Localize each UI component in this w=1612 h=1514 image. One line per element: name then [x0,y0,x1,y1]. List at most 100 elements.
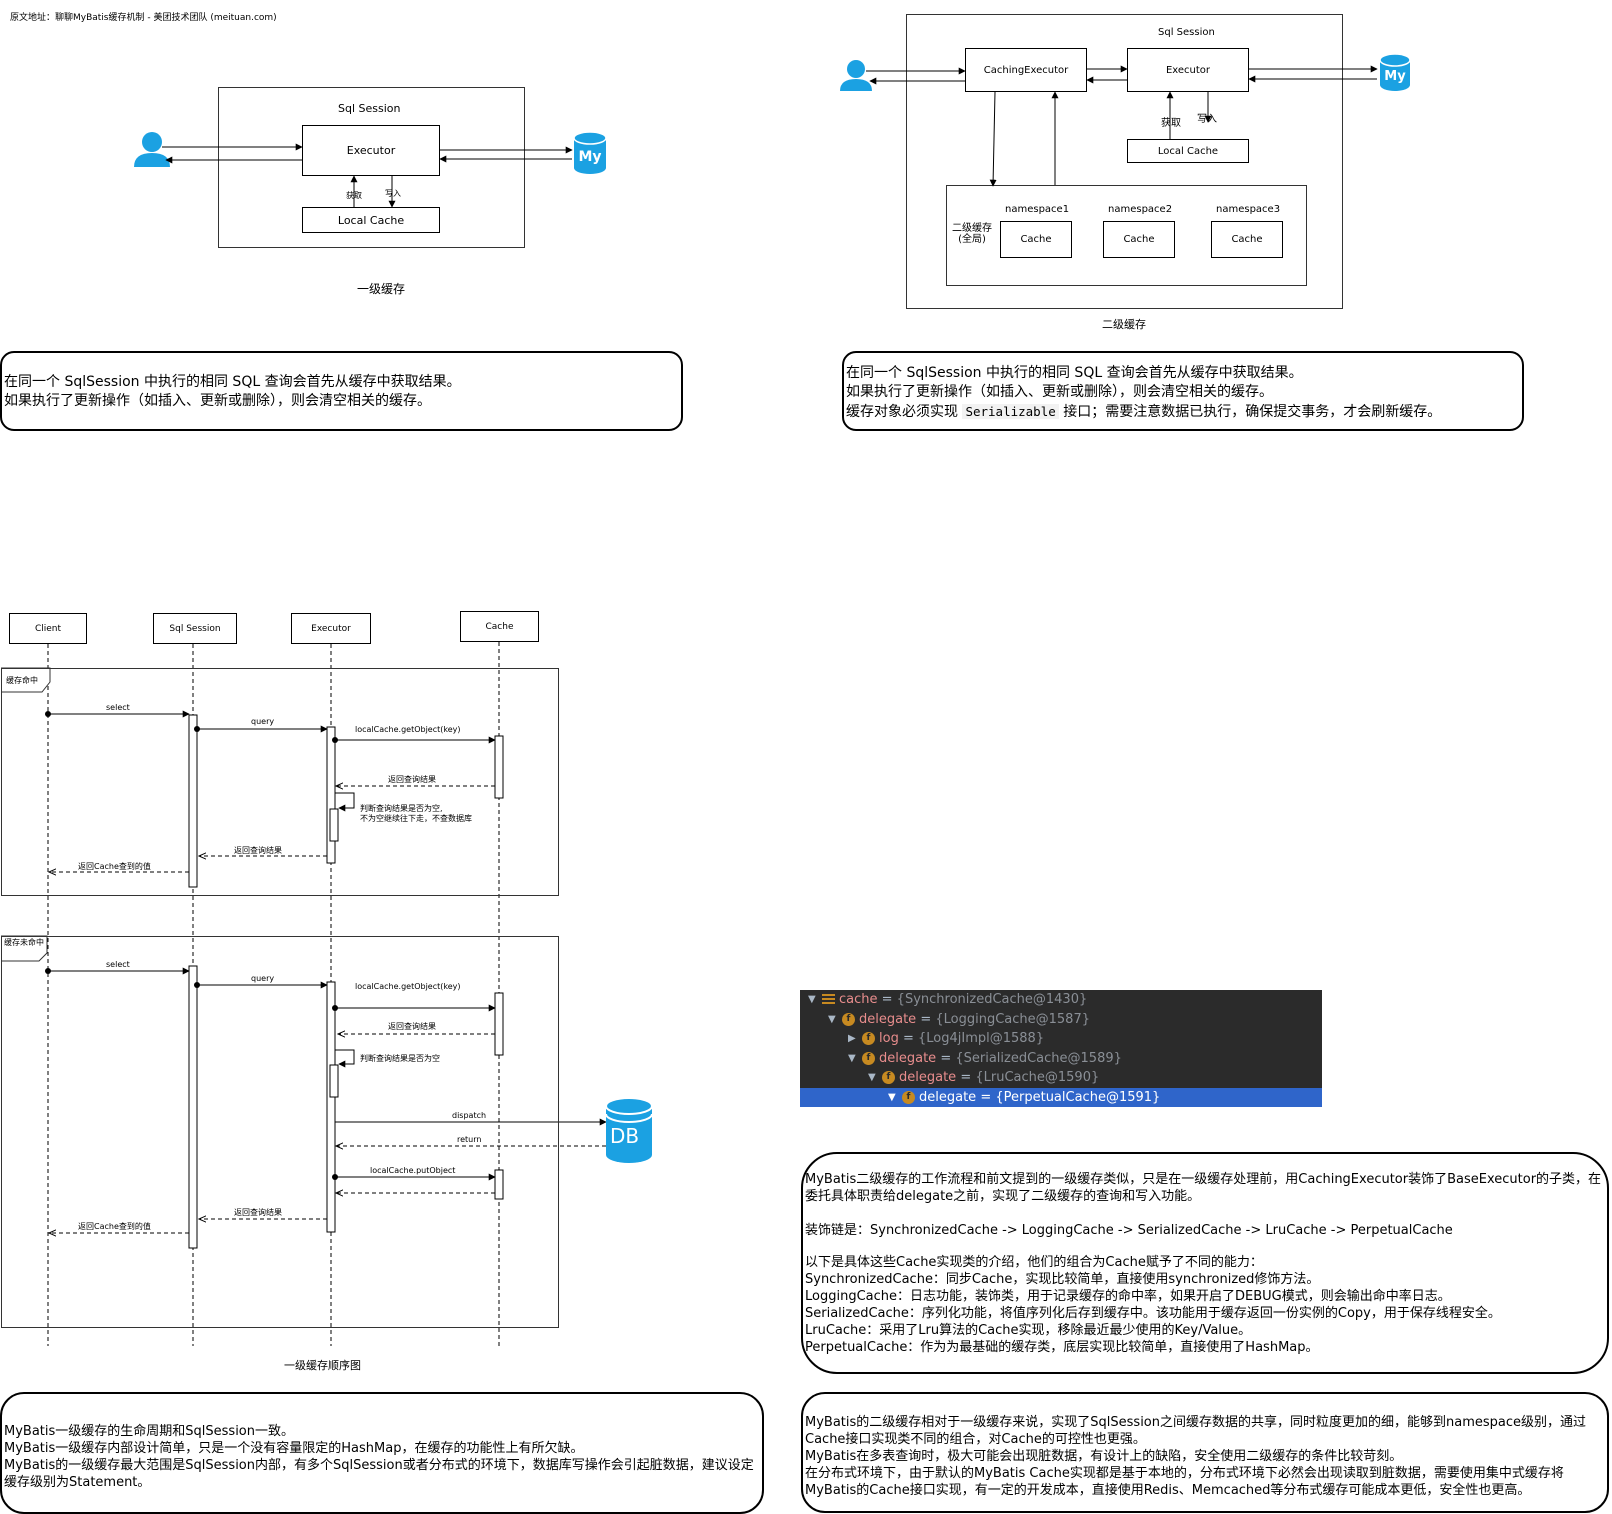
svg-text:My: My [578,149,601,165]
select-label-2: select [106,960,130,969]
lifeline-client: Client [9,613,87,644]
note-line: MyBatis的一级缓存最大范围是SqlSession内部，有多个SqlSess… [4,1458,754,1490]
query-label-2: query [251,974,275,983]
tree-row-delegate-selected[interactable]: ▼ f delegate = {PerpetualCache@1591} [800,1087,1322,1107]
check-null-label: 判断查询结果是否为空, 不为空继续往下走，不查数据库 [360,804,472,823]
expanded-triangle-icon[interactable]: ▼ [808,994,816,1006]
sql-session-title-2: Sql Session [1158,27,1215,38]
namespace1-label: namespace1 [1005,204,1070,215]
note-line: 在同一个 SqlSession 中执行的相同 SQL 查询会首先从缓存中获取结果… [4,374,461,390]
executor-box-2: Executor [1127,48,1249,92]
local-cache-box-2: Local Cache [1127,139,1249,163]
l2-cache-label: 二级缓存 (全局) [952,223,992,245]
l2-caption: 二级缓存 [1102,318,1146,331]
local-cache-box: Local Cache [302,207,440,233]
return-result-label: 返回查询结果 [388,775,436,784]
var-value: {LruCache@1590} [975,1070,1100,1086]
activation-bars [188,714,504,1249]
tree-row-log[interactable]: ▶ f log = {Log4jImpl@1588} [848,1031,1045,1047]
miss-messages [45,967,607,1233]
var-name: delegate [859,1011,917,1027]
return-result-label-2: 返回查询结果 [234,846,282,855]
note-line: 如果执行了更新操作（如插入、更新或删除），则会清空相关的缓存。 [846,384,1273,400]
return-label: return [457,1135,482,1144]
serializable-code: Serializable [962,404,1059,419]
db-label: DB [610,1124,640,1148]
sql-session-frame-2 [906,14,1343,309]
cache-box-3: Cache [1211,221,1283,258]
get-object-label: localCache.getObject(key) [355,725,461,734]
note-line: SerializedCache：序列化功能，将值序列化后存到缓存中。该功能用于缓… [805,1306,1501,1321]
var-name: delegate [919,1089,977,1105]
tree-row-delegate[interactable]: ▼ f delegate = {SerializedCache@1589} [848,1050,1122,1066]
return-value-label: 返回Cache查到的值 [78,862,151,871]
field-icon: f [842,1012,855,1026]
lifeline-executor: Executor [291,613,371,644]
get-object-label-2: localCache.getObject(key) [355,982,461,991]
note-line: PerpetualCache：作为为最基础的缓存类，底层实现比较简单，直接使用了… [805,1340,1319,1355]
cache-miss-label: 缓存未命中 [4,938,44,947]
hit-messages [45,710,496,872]
note-l1-summary: 在同一个 SqlSession 中执行的相同 SQL 查询会首先从缓存中获取结果… [0,351,683,431]
note-line: SynchronizedCache：同步Cache，实现比较简单，直接使用syn… [805,1272,1320,1287]
note-text: 接口；需要注意数据已执行，确保提交事务，才会刷新缓存。 [1063,404,1442,420]
note-line: 如果执行了更新操作（如插入、更新或删除），则会清空相关的缓存。 [4,393,431,409]
note-line: 装饰链是：SynchronizedCache -> LoggingCache -… [805,1223,1453,1238]
return-result-label-3: 返回查询结果 [388,1022,436,1031]
sql-session-frame [218,87,525,248]
expanded-triangle-icon[interactable]: ▼ [868,1072,876,1084]
namespace3-label: namespace3 [1216,204,1281,215]
tree-row-delegate[interactable]: ▼ f delegate = {LoggingCache@1587} [828,1011,1090,1027]
cache-miss-frame [1,936,559,1328]
note-l2-summary: 在同一个 SqlSession 中执行的相同 SQL 查询会首先从缓存中获取结果… [842,351,1524,431]
dispatch-label: dispatch [452,1111,487,1120]
field-icon: f [882,1071,895,1085]
note-line: LoggingCache：日志功能，装饰类，用于记录缓存的命中率，如果开启了DE… [805,1289,1451,1304]
lifeline-cache: Cache [460,611,539,642]
select-label: select [106,703,130,712]
var-name: delegate [879,1050,937,1066]
note-line: 在分布式环境下，由于默认的MyBatis Cache实现都是基于本地的，分布式环… [805,1466,1564,1498]
user-icon-2 [840,60,872,91]
var-name: cache [839,992,878,1008]
expanded-triangle-icon[interactable]: ▼ [888,1091,896,1103]
user-icon [134,132,170,167]
l2-cache-frame [946,185,1307,286]
collapsed-triangle-icon[interactable]: ▶ [848,1033,856,1045]
list-icon [822,994,835,1006]
tree-row-delegate[interactable]: ▼ f delegate = {LruCache@1590} [868,1070,1100,1086]
caching-executor-box: CachingExecutor [965,48,1087,92]
field-icon: f [902,1090,915,1104]
var-value: {Log4jImpl@1588} [918,1031,1045,1047]
note-l2-pros-cons: MyBatis的二级缓存相对于一级缓存来说，实现了SqlSession之间缓存数… [801,1392,1609,1513]
caching-to-l2-arrow [989,91,997,187]
var-value: {PerpetualCache@1591} [995,1089,1161,1105]
tree-row-cache[interactable]: ▼ cache = {SynchronizedCache@1430} [808,992,1088,1008]
get-label-2: 获取 [1161,118,1181,129]
return-value-label-2: 返回Cache查到的值 [78,1222,151,1231]
l1-caption: 一级缓存 [357,282,406,296]
note-line: 以下是具体这些Cache实现类的介绍，他们的组合为Cache赋予了不同的能力： [805,1255,1263,1270]
note-line: MyBatis一级缓存内部设计简单，只是一个没有容量限定的HashMap，在缓存… [4,1441,584,1456]
cache-box-1: Cache [1000,221,1072,258]
write-label: 写入 [385,189,401,198]
var-name: delegate [899,1070,957,1086]
note-line: MyBatis一级缓存的生命周期和SqlSession一致。 [4,1424,294,1439]
note-l1-detail: MyBatis一级缓存的生命周期和SqlSession一致。 MyBatis一级… [0,1392,764,1514]
source-link[interactable]: 原文地址：聊聊MyBatis缓存机制 - 美团技术团队 (meituan.com… [10,13,277,23]
cache-box-2: Cache [1103,221,1175,258]
var-name: log [879,1031,899,1047]
check-null-label-2: 判断查询结果是否为空 [360,1054,440,1063]
field-icon: f [862,1032,875,1046]
query-label: query [251,717,275,726]
expanded-triangle-icon[interactable]: ▼ [828,1013,836,1025]
note-line: MyBatis在多表查询时，极大可能会出现脏数据，有设计上的缺陷，安全使用二级缓… [805,1449,1403,1464]
note-line: LruCache：采用了Lru算法的Cache实现，移除最近最少使用的Key/V… [805,1323,1252,1338]
note-line: MyBatis的二级缓存相对于一级缓存来说，实现了SqlSession之间缓存数… [805,1415,1586,1447]
note-line: MyBatis二级缓存的工作流程和前文提到的一级缓存类似，只是在一级缓存处理前，… [805,1172,1602,1204]
note-line-3: 缓存对象必须实现 Serializable 接口；需要注意数据已执行，确保提交事… [846,402,1520,422]
executor-box: Executor [302,125,440,176]
expanded-triangle-icon[interactable]: ▼ [848,1052,856,1064]
svg-text:My: My [1384,69,1406,84]
